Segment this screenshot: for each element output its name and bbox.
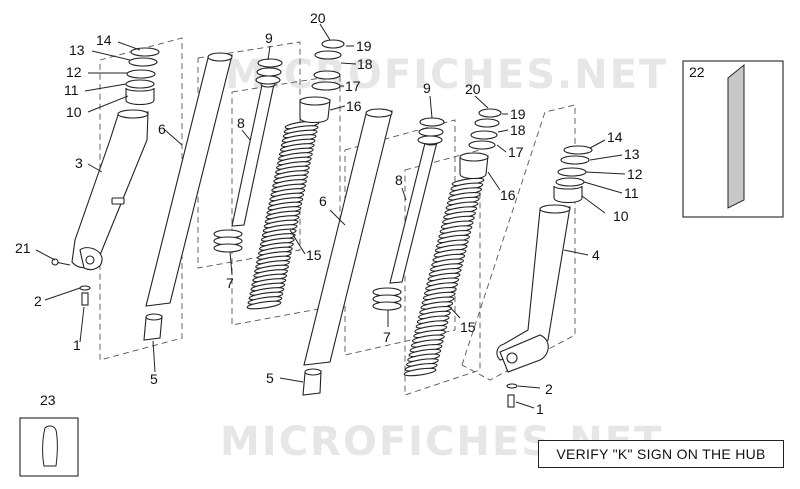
callout-2-left: 2 bbox=[34, 293, 42, 309]
callout-14-right: 14 bbox=[607, 129, 623, 145]
callout-16-right: 16 bbox=[500, 187, 516, 203]
callout-14-left: 14 bbox=[96, 32, 112, 48]
callout-10-right: 10 bbox=[613, 208, 629, 224]
left-leg-group-outline bbox=[99, 37, 183, 361]
left-stanchion-tube bbox=[145, 52, 233, 307]
callout-23: 23 bbox=[40, 392, 56, 408]
left-damper-rod bbox=[231, 80, 276, 227]
callout-5-left: 5 bbox=[150, 371, 158, 387]
item-23-box bbox=[19, 417, 79, 477]
right-top-cap-parts bbox=[459, 108, 502, 180]
callout-7-right: 7 bbox=[383, 329, 391, 345]
callout-1-right: 1 bbox=[536, 401, 544, 417]
callout-19-left: 19 bbox=[356, 38, 372, 54]
callout-2-right: 2 bbox=[545, 381, 553, 397]
callout-9-left: 9 bbox=[265, 30, 273, 46]
callout-13-left: 13 bbox=[69, 42, 85, 58]
left-small-spring bbox=[213, 229, 243, 253]
callout-labels: 14 13 12 11 10 3 6 21 2 1 5 8 9 7 15 20 … bbox=[15, 10, 705, 417]
left-spring-group-outline bbox=[231, 74, 341, 326]
callout-22: 22 bbox=[689, 64, 705, 80]
left-seal-stack bbox=[125, 47, 160, 106]
callout-7-left: 7 bbox=[226, 275, 234, 291]
callout-11-left: 11 bbox=[64, 82, 79, 98]
callout-3: 3 bbox=[75, 155, 83, 171]
callout-16-left: 16 bbox=[346, 98, 362, 114]
callout-18-right: 18 bbox=[510, 122, 526, 138]
verify-sign-note: VERIFY "K" SIGN ON THE HUB bbox=[538, 440, 784, 468]
leader-lines bbox=[35, 23, 626, 409]
left-top-cap-parts bbox=[299, 39, 345, 124]
left-screw-parts bbox=[79, 285, 91, 306]
left-inner-group-outline bbox=[197, 41, 301, 269]
left-bushing bbox=[143, 313, 163, 341]
left-rod-rings bbox=[255, 58, 283, 85]
right-spring-group-outline bbox=[404, 149, 481, 396]
callout-12-right: 12 bbox=[627, 166, 643, 182]
right-stanchion-tube bbox=[303, 108, 393, 366]
callout-5-right: 5 bbox=[266, 370, 274, 386]
callout-4: 4 bbox=[592, 247, 600, 263]
right-damper-rod bbox=[389, 138, 439, 284]
spring-coil bbox=[246, 300, 282, 310]
callout-15-left: 15 bbox=[306, 247, 322, 263]
right-bushing bbox=[302, 368, 322, 396]
callout-9-right: 9 bbox=[423, 80, 431, 96]
item-22-box bbox=[682, 60, 784, 218]
spring-coil bbox=[403, 367, 437, 377]
right-leg-group-outline bbox=[461, 104, 576, 381]
callout-6-left: 6 bbox=[158, 121, 166, 137]
callout-19-right: 19 bbox=[510, 106, 526, 122]
callout-12-left: 12 bbox=[66, 64, 82, 80]
callout-17-right: 17 bbox=[508, 144, 524, 160]
right-rod-rings bbox=[417, 117, 445, 145]
callout-13-right: 13 bbox=[624, 146, 640, 162]
callout-10-left: 10 bbox=[66, 104, 82, 120]
callout-18-left: 18 bbox=[357, 56, 373, 72]
right-seal-stack bbox=[553, 145, 593, 204]
callout-17-left: 17 bbox=[345, 78, 361, 94]
callout-21: 21 bbox=[15, 240, 31, 256]
right-main-spring bbox=[403, 177, 485, 377]
watermark-top: MICROFICHES.NET bbox=[225, 52, 668, 98]
callout-1-left: 1 bbox=[73, 337, 81, 353]
callout-20-right: 20 bbox=[465, 81, 481, 97]
right-small-spring bbox=[372, 287, 402, 311]
right-slider-leg bbox=[496, 204, 571, 373]
callout-15-right: 15 bbox=[460, 319, 476, 335]
callout-8-left: 8 bbox=[237, 115, 245, 131]
right-screw-parts bbox=[506, 383, 518, 408]
left-bolt-21 bbox=[51, 258, 71, 266]
callout-8-right: 8 bbox=[395, 172, 403, 188]
callout-6-right: 6 bbox=[319, 193, 327, 209]
callout-11-right: 11 bbox=[624, 185, 639, 201]
left-main-spring bbox=[246, 120, 320, 310]
callout-20-left: 20 bbox=[310, 10, 326, 26]
left-slider-leg bbox=[71, 109, 149, 271]
